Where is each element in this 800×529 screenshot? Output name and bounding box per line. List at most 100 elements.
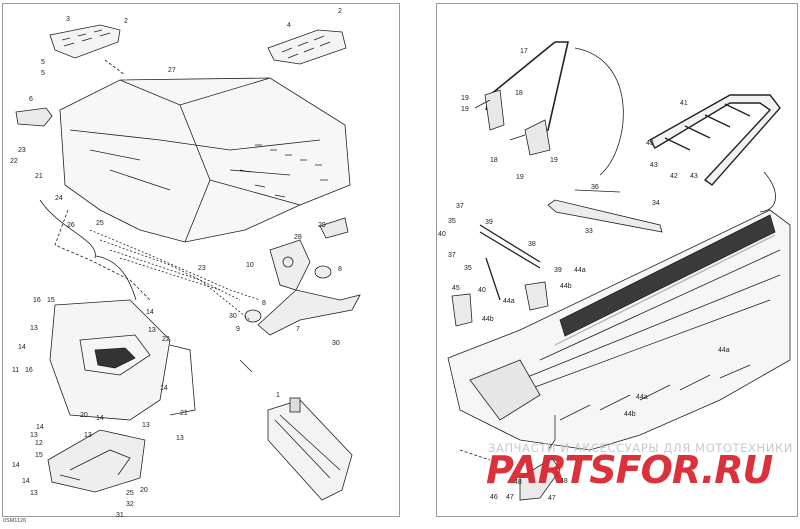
lower-bracket	[47, 429, 146, 493]
callout-left-13: 13	[148, 327, 156, 334]
callout-right-40: 40	[478, 287, 486, 294]
callout-left-28: 28	[294, 234, 302, 241]
callout-left-14: 14	[146, 309, 154, 316]
footrest-right	[267, 29, 347, 65]
callout-left-16: 16	[25, 367, 33, 374]
rubber-mount	[314, 265, 332, 279]
callout-left-14: 14	[18, 344, 26, 351]
footrest-left	[49, 24, 121, 59]
callout-right-48: 48	[560, 478, 568, 485]
callout-right-43: 43	[650, 162, 658, 169]
callout-right-44b: 44b	[482, 316, 494, 323]
rear-rail-tunnel	[447, 209, 791, 451]
callout-left-15: 15	[35, 452, 43, 459]
bracket-44	[524, 281, 549, 311]
callout-left-22: 22	[10, 158, 18, 165]
callout-right-47: 47	[548, 495, 556, 502]
rear-shock-link	[547, 189, 663, 233]
callout-right-44b: 44b	[560, 283, 572, 290]
callout-left-8: 8	[262, 300, 266, 307]
callout-left-30: 30	[229, 313, 237, 320]
radiator	[267, 397, 353, 501]
upper-arm	[474, 41, 570, 156]
callout-left-25: 25	[126, 490, 134, 497]
callout-left-24: 24	[55, 195, 63, 202]
callout-left-23: 23	[198, 265, 206, 272]
callout-left-8: 8	[338, 266, 342, 273]
callout-right-37: 37	[456, 203, 464, 210]
callout-right-39: 39	[485, 219, 493, 226]
steering-support	[257, 239, 361, 336]
callout-right-44a: 44a	[503, 298, 515, 305]
callout-right-17: 17	[520, 48, 528, 55]
callout-right-47: 47	[506, 494, 514, 501]
callout-left-11: 11	[12, 367, 20, 374]
callout-left-32: 32	[126, 501, 134, 508]
watermark-subtitle: ЗАПЧАСТИ И АКСЕССУАРЫ ДЛЯ МОТОТЕХНИКИ	[488, 441, 793, 455]
callout-right-40: 40	[438, 231, 446, 238]
callout-right-19: 19	[550, 157, 558, 164]
callout-left-15: 15	[47, 297, 55, 304]
bracket-48	[519, 457, 561, 501]
callout-right-19: 19	[516, 174, 524, 181]
rubber-mount-30	[244, 309, 262, 323]
bracket-45	[451, 293, 473, 327]
callout-left-2: 2	[124, 18, 128, 25]
callout-left-31: 31	[116, 512, 124, 519]
callout-left-20: 20	[140, 487, 148, 494]
callout-right-42: 42	[670, 173, 678, 180]
callout-right-41: 41	[680, 100, 688, 107]
callout-left-22: 22	[162, 336, 170, 343]
callout-right-39: 39	[554, 267, 562, 274]
callout-left-27: 27	[168, 67, 176, 74]
callout-right-18: 18	[515, 90, 523, 97]
callout-left-4: 4	[287, 22, 291, 29]
callout-left-13: 13	[84, 432, 92, 439]
callout-left-6: 6	[29, 96, 33, 103]
callout-left-20: 20	[80, 412, 88, 419]
callout-left-16: 16	[33, 297, 41, 304]
callout-left-21: 21	[180, 410, 188, 417]
callout-left-25: 25	[96, 220, 104, 227]
callout-left-3: 3	[66, 16, 70, 23]
callout-left-14: 14	[22, 478, 30, 485]
callout-left-14: 14	[160, 385, 168, 392]
bracket-6	[15, 107, 53, 127]
drawing-code: 0SM1126	[3, 518, 27, 524]
watermark-logo: PARTSFOR.RU	[486, 448, 773, 492]
callout-left-23: 23	[18, 147, 26, 154]
callout-right-48: 48	[514, 479, 522, 486]
callout-right-45: 45	[452, 285, 460, 292]
callout-right-34: 34	[652, 200, 660, 207]
callout-left-10: 10	[246, 262, 254, 269]
callout-right-38: 38	[528, 241, 536, 248]
callout-right-44a: 44a	[718, 347, 730, 354]
callout-left-5: 5	[41, 70, 45, 77]
link-rod	[479, 224, 541, 301]
callout-right-44a: 44a	[636, 394, 648, 401]
callout-left-13: 13	[30, 490, 38, 497]
callout-left-13: 13	[30, 325, 38, 332]
callout-left-30: 30	[332, 340, 340, 347]
callout-right-37: 37	[448, 252, 456, 259]
callout-right-44a: 44a	[574, 267, 586, 274]
callout-left-13: 13	[176, 435, 184, 442]
callout-left-13: 13	[30, 432, 38, 439]
callout-right-19: 19	[461, 95, 469, 102]
callout-left-2: 2	[338, 8, 342, 15]
mount-29	[319, 217, 349, 239]
callout-left-7: 7	[296, 326, 300, 333]
callout-right-35: 35	[448, 218, 456, 225]
callout-right-35: 35	[464, 265, 472, 272]
callout-right-43: 43	[646, 140, 654, 147]
callout-left-14: 14	[36, 424, 44, 431]
frame-tunnel	[59, 77, 351, 243]
callout-left-12: 12	[35, 440, 43, 447]
callout-left-26: 26	[67, 222, 75, 229]
callout-left-21: 21	[35, 173, 43, 180]
callout-left-13: 13	[142, 422, 150, 429]
callout-left-14: 14	[12, 462, 20, 469]
callout-left-5: 5	[41, 59, 45, 66]
callout-right-19: 19	[461, 106, 469, 113]
callout-left-29: 29	[318, 222, 326, 229]
